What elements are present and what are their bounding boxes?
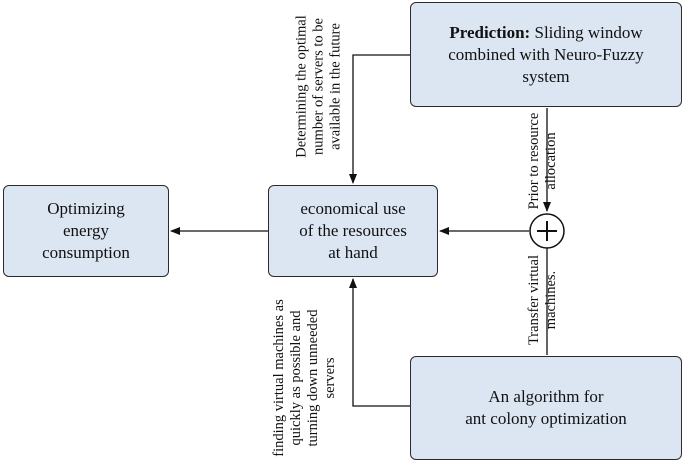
arrow-aco-to-resources [349, 278, 410, 407]
prediction-line1: Sliding window [530, 22, 643, 42]
energy-line2: energy [63, 221, 109, 240]
aco-line2: ant colony optimization [465, 409, 627, 428]
plus-circle-icon [529, 213, 565, 249]
energy-box: Optimizing energy consumption [3, 185, 169, 277]
prediction-bold-label: Prediction: [449, 22, 531, 42]
determining-label: Determining the optimal number of server… [294, 2, 345, 172]
determining-line3: available in the future [327, 23, 344, 150]
prediction-line2: combined with Neuro-Fuzzy [448, 44, 644, 64]
prediction-box: Prediction: Sliding window combined with… [410, 2, 682, 107]
prior-label: Prior to resource allocation [526, 103, 560, 219]
transfer-line2: machines. [543, 270, 559, 330]
finding-line4: servers [322, 357, 338, 399]
transfer-label: Transfer virtual machines. [526, 250, 560, 350]
energy-line3: consumption [42, 243, 130, 262]
prior-line1: Prior to resource [526, 112, 542, 210]
finding-line3: turning down unneeded [305, 309, 321, 447]
resources-line1: economical use [300, 199, 406, 218]
finding-line1: finding virtual machines as [271, 299, 287, 457]
determining-line2: number of servers to be [310, 18, 327, 155]
prediction-line3: system [522, 66, 570, 86]
arrow-prediction-to-resources [349, 54, 410, 184]
finding-label: finding virtual machines as quickly as p… [271, 288, 339, 468]
finding-line2: quickly as possible and [288, 310, 304, 446]
resources-line2: of the resources [299, 221, 407, 240]
transfer-line1: Transfer virtual [526, 254, 542, 346]
prior-line2: allocation [543, 132, 559, 190]
determining-line1: Determining the optimal [293, 15, 310, 158]
energy-line1: Optimizing [47, 199, 125, 218]
resources-line3: at hand [328, 243, 378, 262]
aco-box: An algorithm for ant colony optimization [410, 356, 682, 460]
aco-line1: An algorithm for [488, 387, 604, 406]
resources-box: economical use of the resources at hand [268, 185, 438, 277]
